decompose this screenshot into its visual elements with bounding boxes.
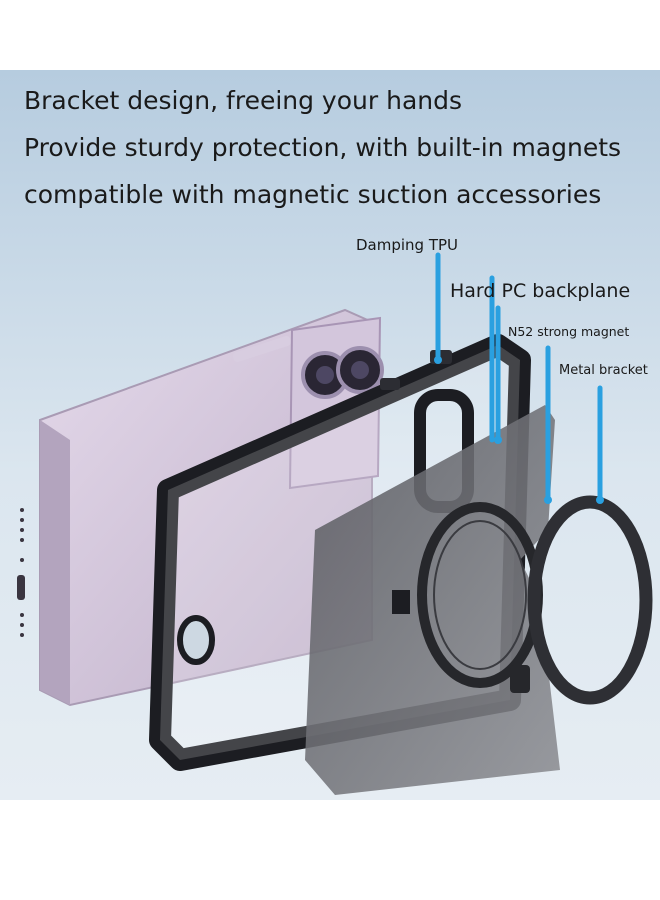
metal-bracket-ring: [510, 495, 653, 705]
callout-metal-bracket: Metal bracket: [559, 363, 648, 378]
callout-damping-tpu: Damping TPU: [356, 236, 459, 254]
headline-protection: Provide sturdy protection, with built-in…: [24, 133, 622, 162]
callout-lines: [435, 252, 603, 503]
callout-hard-pc-backplane: Hard PC backplane: [450, 280, 631, 302]
callout-n52-magnet: N52 strong magnet: [508, 324, 630, 339]
camera-module: [288, 316, 384, 490]
headline-compatible: compatible with magnetic suction accesso…: [24, 180, 602, 209]
pc-backplane: [305, 405, 560, 795]
product-illustration: [17, 252, 653, 795]
headline-bracket: Bracket design, freeing your hands: [24, 86, 463, 115]
product-panel: Bracket design, freeing your hands Provi…: [0, 70, 660, 800]
